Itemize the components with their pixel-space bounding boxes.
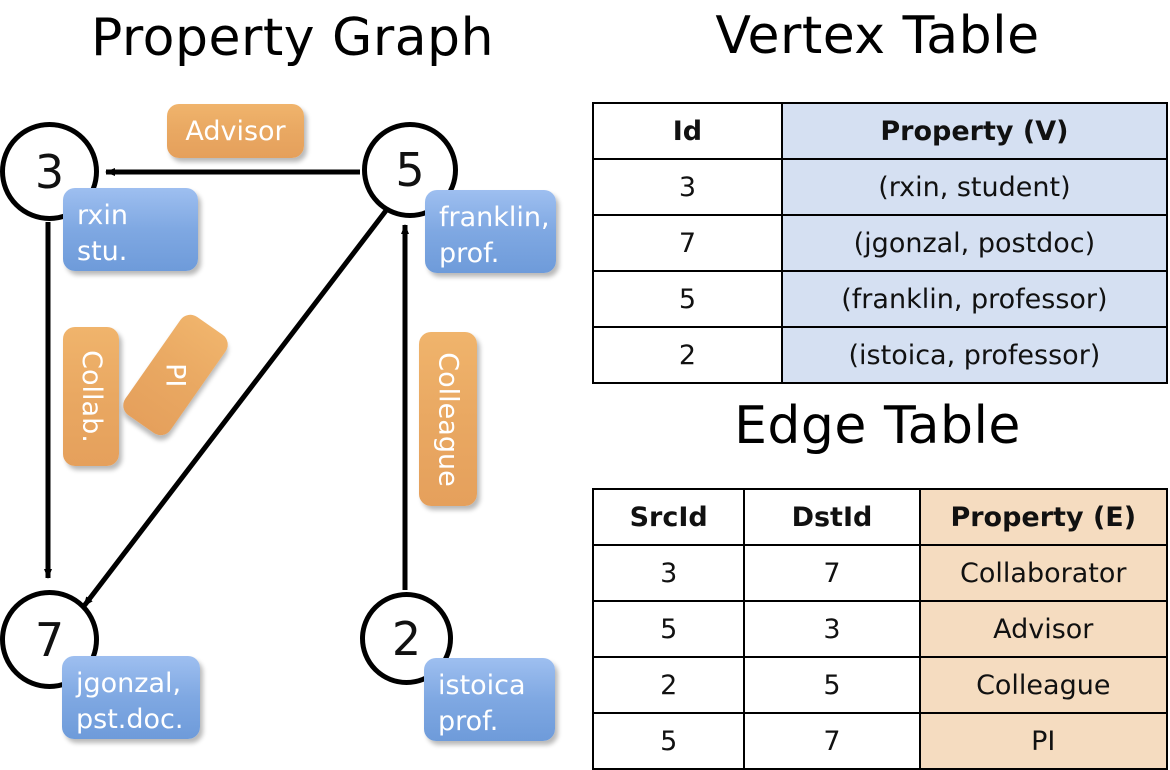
vertex-table-cell-id: 7 (592, 214, 783, 272)
vertex-property-5-line2: prof. (439, 237, 500, 269)
graph-edge-label-advisor: Advisor (167, 104, 304, 158)
table-row: 3 7 Collaborator (591, 544, 1169, 602)
edge-table-cell-property: Advisor (918, 600, 1169, 658)
vertex-property-3-line2: stu. (77, 235, 128, 267)
edge-5-to-7 (82, 206, 390, 608)
table-row: 2 5 Colleague (591, 656, 1169, 714)
table-row: 2 (istoica, professor) (592, 326, 1169, 384)
edge-table-col-property: Property (E) (918, 488, 1169, 546)
vertex-node-2[interactable]: 2 (360, 592, 453, 685)
vertex-property-7-line1: jgonzal, (76, 668, 182, 699)
graph-edge-arrows (44, 168, 409, 608)
vertex-table-cell-id: 5 (592, 270, 783, 328)
table-row: 5 (franklin, professor) (592, 270, 1169, 328)
edge-table-cell-dstid: 3 (743, 600, 921, 658)
vertex-table-cell-property: (jgonzal, postdoc) (780, 214, 1169, 272)
vertex-property-5-line1: franklin, (439, 202, 550, 233)
edge-table-cell-dstid: 5 (743, 656, 921, 714)
graph-edge-label-advisor-text: Advisor (185, 115, 286, 147)
graph-edge-label-collab: Collab. (63, 327, 119, 466)
table-row: 7 (jgonzal, postdoc) (592, 214, 1169, 272)
graph-edge-label-colleague: Colleague (419, 332, 477, 506)
page-title-edge-table: Edge Table (734, 396, 1021, 456)
graph-edge-label-collab-text: Collab. (75, 350, 107, 443)
table-row: 5 3 Advisor (591, 600, 1169, 658)
edge-table-col-dstid: DstId (743, 488, 921, 546)
vertex-property-box-7: jgonzal, pst.doc. (62, 656, 200, 739)
edge-table-cell-srcid: 5 (591, 600, 746, 658)
vertex-table-cell-id: 3 (592, 158, 783, 216)
vertex-table-cell-property: (rxin, student) (780, 158, 1169, 216)
vertex-property-box-5: franklin, prof. (425, 190, 556, 273)
edge-table-col-srcid: SrcId (591, 488, 746, 546)
edge-table-cell-srcid: 2 (591, 656, 746, 714)
edge-table-cell-srcid: 5 (591, 712, 746, 770)
edge-table-cell-dstid: 7 (743, 544, 921, 602)
vertex-property-2-line1: istoica (438, 670, 526, 701)
property-graph-diagram: 3 5 7 2 rxin stu. franklin, prof. jgonza… (0, 0, 585, 760)
page-title-vertex-table: Vertex Table (715, 6, 1040, 66)
vertex-property-7-line2: pst.doc. (76, 703, 184, 735)
edge-table-cell-property: PI (918, 712, 1169, 770)
edge-table-cell-property: Collaborator (918, 544, 1169, 602)
vertex-table-cell-property: (franklin, professor) (780, 270, 1169, 328)
graph-edge-label-colleague-text: Colleague (432, 351, 464, 487)
vertex-table-col-property: Property (V) (780, 102, 1169, 160)
edge-table-header-row: SrcId DstId Property (E) (591, 488, 1169, 546)
vertex-property-box-2: istoica prof. (424, 658, 555, 741)
vertex-node-5[interactable]: 5 (362, 122, 458, 218)
edge-table-cell-property: Colleague (918, 656, 1169, 714)
graph-edge-label-pi-text: PI (160, 362, 191, 388)
vertex-table-cell-id: 2 (592, 326, 783, 384)
table-row: 3 (rxin, student) (592, 158, 1169, 216)
vertex-table-cell-property: (istoica, professor) (780, 326, 1169, 384)
vertex-property-2-line2: prof. (438, 705, 499, 737)
edge-table: SrcId DstId Property (E) 3 7 Collaborato… (591, 488, 1169, 770)
edge-table-cell-dstid: 7 (743, 712, 921, 770)
vertex-table: Id Property (V) 3 (rxin, student) 7 (jgo… (592, 102, 1169, 384)
vertex-table-col-id: Id (592, 102, 783, 160)
table-row: 5 7 PI (591, 712, 1169, 770)
page-title-property-graph: Property Graph (90, 8, 495, 68)
vertex-property-3-line1: rxin (77, 200, 128, 231)
vertex-table-header-row: Id Property (V) (592, 102, 1169, 160)
vertex-property-box-3: rxin stu. (63, 188, 198, 271)
edge-table-cell-srcid: 3 (591, 544, 746, 602)
